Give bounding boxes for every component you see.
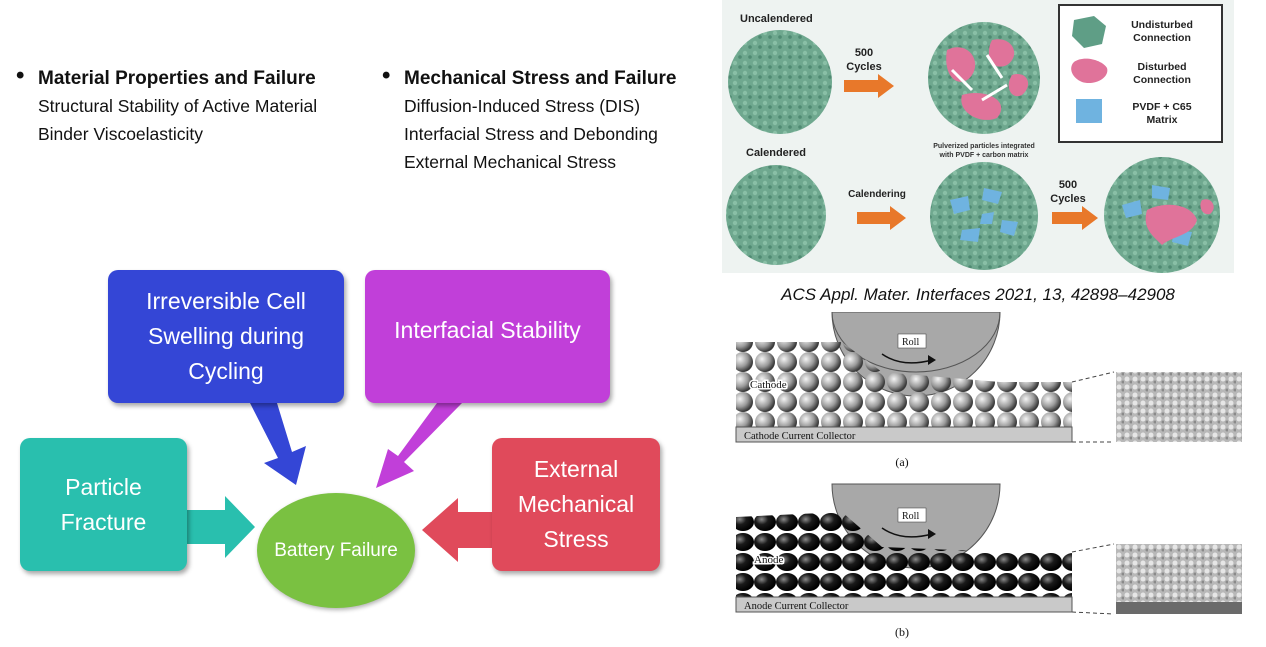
- bullet-item-dis: Diffusion-Induced Stress (DIS): [404, 96, 641, 116]
- arrow-external: [422, 498, 492, 562]
- disturbed-region: [1145, 199, 1214, 245]
- label-uncalendered: Uncalendered: [740, 13, 813, 25]
- arrow-fracture: [187, 496, 255, 558]
- collector-label-cathode: Cathode Current Collector: [744, 431, 856, 442]
- legend-label: Matrix: [1147, 114, 1178, 126]
- arrow-interfacial: [376, 403, 462, 488]
- label-calendered: Calendered: [746, 147, 806, 159]
- matrix-regions: [950, 188, 1018, 242]
- legend-label: Connection: [1133, 74, 1191, 86]
- roll-calendering-figure: Roll Cathode Cathode Current Collector (…: [732, 311, 1244, 642]
- particle-calendered: [726, 165, 826, 265]
- cause-label-line: Mechanical: [517, 491, 635, 517]
- roll-direction-arrow-icon: [881, 527, 933, 538]
- electrode-label-cathode: Cathode: [750, 379, 787, 391]
- arrow-label-500: 500: [1059, 179, 1077, 191]
- roll-calendering-schematic: Roll Cathode Cathode Current Collector (…: [735, 311, 1242, 639]
- caption-pulverized-2: with PVDF + carbon matrix: [939, 152, 1029, 159]
- arrowhead-icon: [928, 355, 936, 365]
- bullet-item-binder-viscoelasticity: Binder Viscoelasticity: [38, 124, 204, 144]
- roll-direction-arrow-icon: [881, 353, 933, 364]
- cause-box-cell-swelling: Irreversible Cell Swelling during Cyclin…: [108, 270, 344, 403]
- bullet-list-material: Material Properties and Failure Structur…: [14, 63, 318, 148]
- cause-box-particle-fracture: Particle Fracture: [20, 438, 187, 571]
- roller-outline-a: [831, 311, 1001, 373]
- orange-arrow-icon: [1052, 206, 1098, 230]
- battery-failure-label: Battery Failure: [274, 539, 398, 561]
- cause-label-line: Interfacial Stability: [394, 317, 581, 343]
- cause-label-line: Swelling during: [148, 323, 304, 349]
- collector-label-anode: Anode Current Collector: [744, 601, 849, 612]
- cathode-collector-bar: [735, 426, 1073, 443]
- bullet-item-external-stress: External Mechanical Stress: [404, 152, 617, 172]
- orange-arrow-icon: [857, 206, 906, 230]
- cause-label-line: External: [533, 456, 619, 482]
- orange-arrow-icon: [844, 74, 894, 98]
- panel-label-a: (a): [895, 455, 908, 469]
- anode-collector-bar: [735, 596, 1073, 613]
- arrow-label-cycles: Cycles: [1050, 193, 1085, 205]
- calendering-schematic: Uncalendered 500 Cycles Pulverized parti…: [726, 4, 1223, 273]
- cathode-particles: [736, 342, 1072, 427]
- bullet-title-mechanical: Mechanical Stress and Failure: [380, 63, 676, 92]
- cause-box-interfacial-stability: Interfacial Stability: [365, 270, 610, 403]
- bullet-item-interfacial-stress: Interfacial Stress and Debonding: [404, 124, 658, 144]
- caption-pulverized-1: Pulverized particles integrated: [933, 143, 1035, 150]
- roll-label-a: Roll: [902, 337, 919, 348]
- sem-image-cathode: [1116, 372, 1242, 442]
- legend-swatch-matrix: [1076, 99, 1102, 123]
- roll-label-box-b: [897, 507, 927, 523]
- battery-failure-node: Battery Failure: [257, 493, 415, 608]
- bullet-item-structural-stability: Structural Stability of Active Material: [38, 96, 318, 116]
- citation: ACS Appl. Mater. Interfaces 2021, 13, 42…: [781, 285, 1175, 304]
- legend-label: Undisturbed: [1131, 19, 1193, 31]
- zoom-line: [1071, 371, 1115, 383]
- bullet-list-mechanical: Mechanical Stress and Failure Diffusion-…: [380, 63, 676, 176]
- legend-label: Disturbed: [1137, 61, 1186, 73]
- legend-swatch-disturbed: [1071, 58, 1108, 84]
- zoom-line: [1071, 543, 1115, 553]
- roll-label-box-a: [897, 333, 927, 349]
- cause-label-line: Particle: [65, 473, 142, 500]
- legend-label: Connection: [1133, 32, 1191, 44]
- zoom-line: [1071, 611, 1115, 615]
- bullet-title-material: Material Properties and Failure: [14, 63, 317, 92]
- anode-particles: [736, 512, 1072, 597]
- cause-label-line: Fracture: [60, 508, 147, 535]
- roll-label-b: Roll: [902, 511, 919, 522]
- cause-box-external-stress: External Mechanical Stress: [492, 438, 660, 571]
- arrow-label-cycles: Cycles: [846, 61, 881, 73]
- arrow-label-500: 500: [855, 47, 873, 59]
- sem-image-anode-substrate: [1116, 602, 1242, 614]
- disturbed-region: [946, 39, 1029, 120]
- crack-lines: [950, 54, 1008, 102]
- cause-label-line: Irreversible Cell: [146, 288, 306, 314]
- arrow-label-calendering: Calendering: [848, 189, 906, 200]
- arrow-swelling: [250, 403, 306, 485]
- particle-uncalendered: [728, 30, 832, 134]
- panel-label-b: (b): [895, 625, 909, 639]
- calendering-figure: Uncalendered 500 Cycles Pulverized parti…: [722, 0, 1234, 273]
- arrowhead-icon: [928, 529, 936, 539]
- cause-label-line: Stress: [543, 526, 609, 552]
- electrode-label-anode: Anode: [754, 554, 783, 566]
- diagram-arrows: [187, 403, 492, 562]
- cause-label-line: Cycling: [188, 358, 264, 384]
- legend-swatch-undisturbed: [1072, 16, 1106, 48]
- legend-label: PVDF + C65: [1132, 101, 1191, 113]
